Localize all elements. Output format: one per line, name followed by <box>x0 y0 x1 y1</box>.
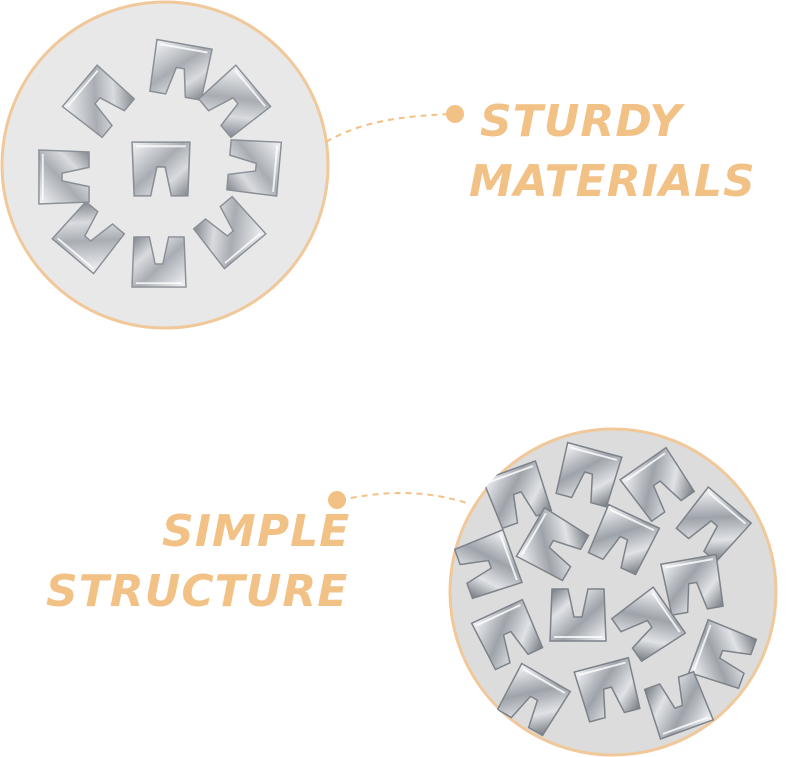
top-connector-line <box>325 113 453 143</box>
simple-label: SIMPLE <box>162 506 351 557</box>
metal-clips-ring-image <box>0 0 330 330</box>
simple-structure-photo <box>448 427 778 757</box>
bottom-connector-line <box>339 492 471 505</box>
metal-clips-pile-image <box>448 427 778 757</box>
sturdy-materials-photo <box>0 0 330 330</box>
top-connector-dot <box>446 105 464 123</box>
materials-label: MATERIALS <box>469 156 756 207</box>
structure-label: STRUCTURE <box>46 566 349 617</box>
sturdy-label: STURDY <box>480 96 683 147</box>
